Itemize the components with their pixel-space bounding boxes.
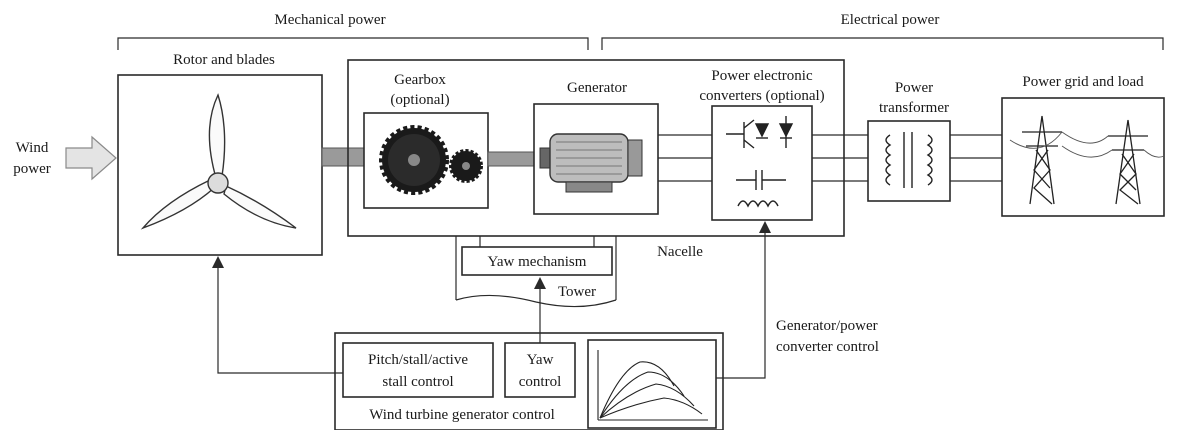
rotor-label: Rotor and blades [173, 52, 275, 68]
mechanical-bracket [117, 37, 589, 50]
converter-box [711, 105, 813, 221]
gen-control-label-line1: Generator/power [776, 318, 878, 334]
grid-box [1001, 97, 1165, 217]
yaw-control-label-line1: Yaw [527, 352, 554, 368]
turbine-control-label: Wind turbine generator control [369, 407, 555, 423]
transformer-icon [885, 132, 933, 188]
grid-label: Power grid and load [1022, 74, 1144, 90]
transformer-label-line2: transformer [879, 100, 949, 116]
gearbox-label-line2: (optional) [390, 92, 449, 108]
turbine-control-box [334, 332, 724, 430]
turbine-rotor-icon [140, 93, 297, 230]
high-speed-shaft [487, 151, 535, 167]
mechanical-power-label: Mechanical power [274, 12, 385, 28]
converter-label-line2: converters (optional) [699, 88, 824, 104]
converter-control-arrow [716, 221, 771, 379]
generator-icon [539, 133, 643, 193]
power-curve-icon [597, 350, 708, 421]
power-curve-box [587, 339, 717, 429]
pitch-control-box [342, 342, 494, 398]
pitch-control-label-line1: Pitch/stall/active [368, 352, 468, 368]
nacelle-box [347, 59, 845, 237]
wind-power-label-line1: Wind [16, 140, 49, 156]
power-electronics-icon [726, 116, 794, 208]
pitch-control-arrow [212, 256, 343, 374]
yaw-mechanism-label: Yaw mechanism [488, 254, 587, 270]
generator-box [533, 103, 659, 215]
pitch-control-label-line2: stall control [382, 374, 453, 390]
power-pylons-icon [1009, 115, 1165, 205]
electrical-bracket [601, 37, 1164, 50]
transformer-label-line1: Power [895, 80, 933, 96]
wind-power-label-line2: power [13, 161, 51, 177]
yaw-mechanism-box [461, 246, 613, 276]
electrical-power-label: Electrical power [841, 12, 940, 28]
gears-icon [379, 125, 483, 195]
wind-arrow-icon [65, 135, 117, 181]
nacelle-label: Nacelle [657, 244, 703, 260]
generator-label: Generator [567, 80, 627, 96]
transformer-box [867, 120, 951, 202]
tower-base [455, 294, 617, 308]
gen-control-label-line2: converter control [776, 339, 879, 355]
main-shaft [321, 147, 365, 167]
yaw-control-label-line2: control [519, 374, 562, 390]
gearbox-label-line1: Gearbox [394, 72, 446, 88]
converter-label-line1: Power electronic [711, 68, 813, 84]
tower-label: Tower [558, 284, 596, 300]
